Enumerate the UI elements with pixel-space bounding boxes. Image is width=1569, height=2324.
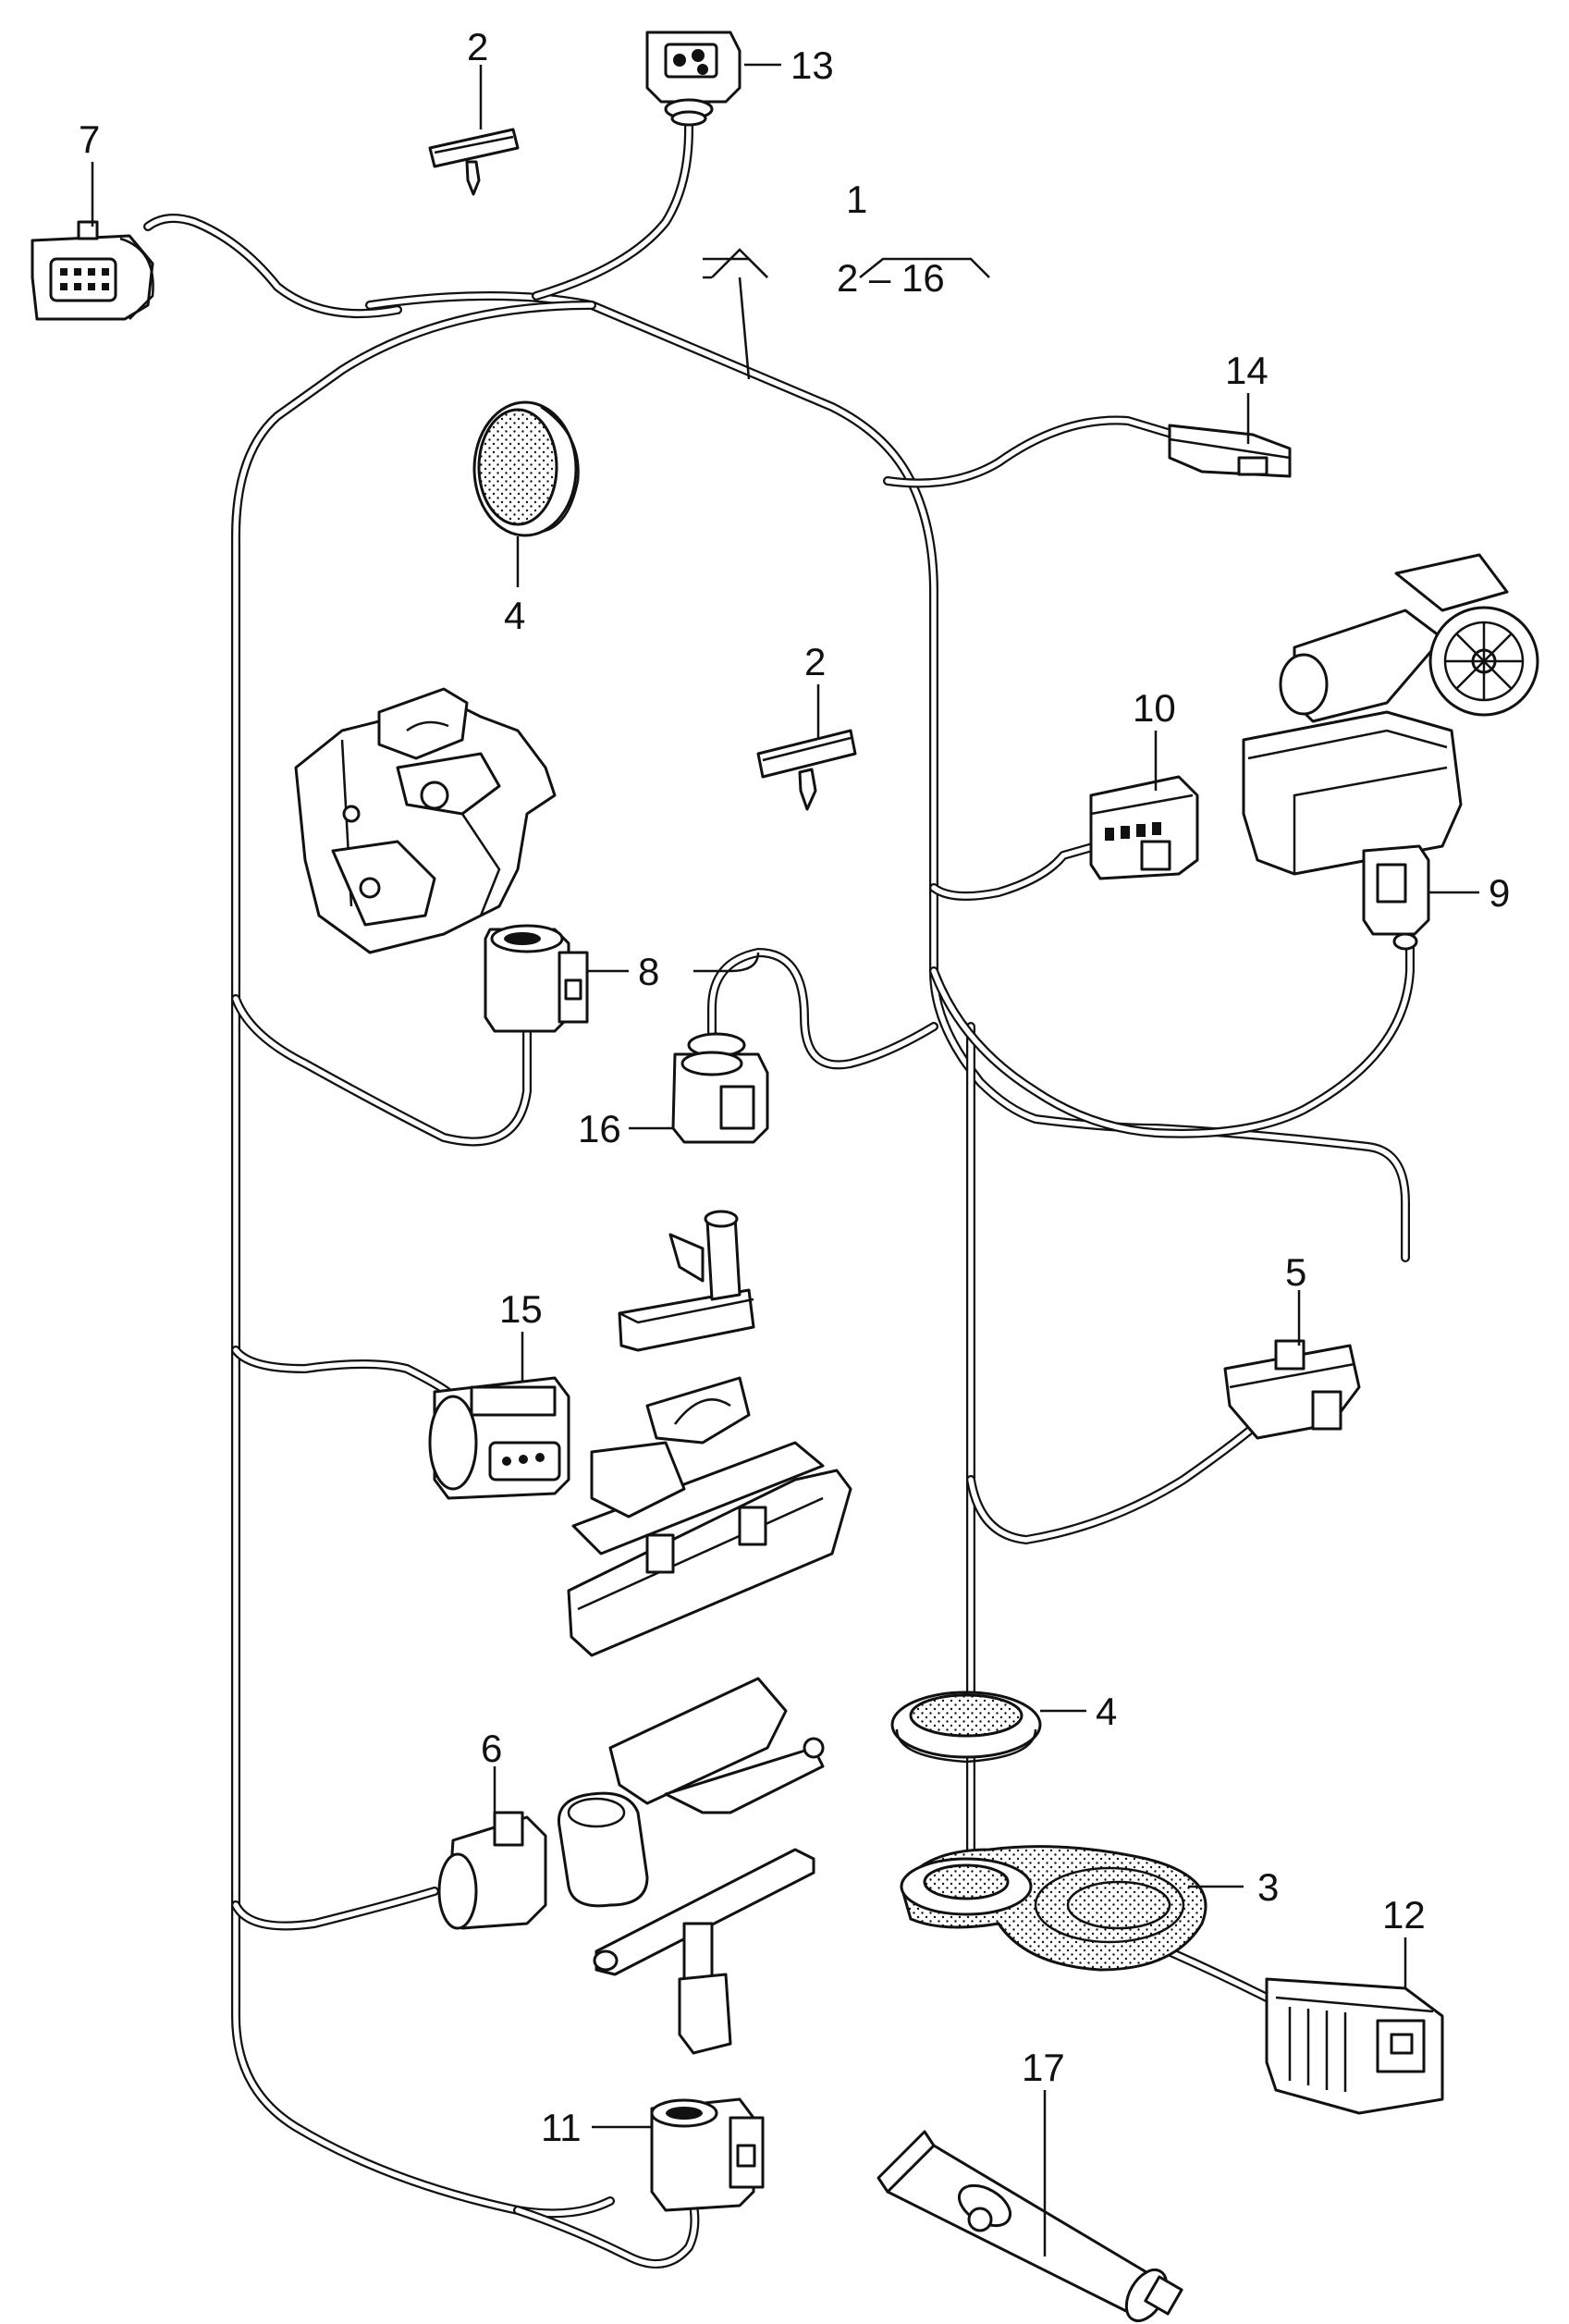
connector-6 — [437, 1811, 547, 1930]
label-part-4-lower: 4 — [1096, 1690, 1117, 1733]
connector-7 — [31, 220, 154, 321]
grease-tube-17 — [876, 2130, 1183, 2322]
label-part-13: 13 — [791, 43, 834, 87]
label-part-1: 1 — [846, 178, 867, 221]
leader-lines — [91, 63, 1479, 2256]
label-part-16: 16 — [578, 1107, 621, 1150]
part-labels: 1 2 – 16 2 2 3 4 4 5 6 7 8 9 10 11 12 13… — [79, 25, 1510, 2149]
label-part-6: 6 — [481, 1727, 502, 1770]
label-part-11: 11 — [541, 2106, 582, 2149]
connector-14 — [1168, 424, 1292, 478]
label-part-12: 12 — [1382, 1893, 1426, 1937]
connector-16 — [671, 1032, 769, 1144]
label-part-15: 15 — [499, 1287, 543, 1331]
grommet-4-lower — [890, 1691, 1042, 1764]
grommet-3 — [900, 1845, 1207, 1972]
clip-2-top — [428, 128, 520, 196]
connector-13 — [645, 31, 742, 127]
label-part-3: 3 — [1257, 1865, 1279, 1909]
label-part-4-upper: 4 — [504, 594, 525, 637]
clip-2-middle — [756, 729, 857, 811]
label-part-17: 17 — [1022, 2046, 1065, 2089]
label-part-8: 8 — [638, 950, 659, 993]
connector-10 — [1089, 775, 1199, 880]
label-part-2-middle: 2 — [804, 640, 826, 683]
lock-lever — [618, 1210, 755, 1352]
door-lock-assembly — [294, 687, 557, 954]
label-part-7: 7 — [79, 117, 100, 161]
label-part-14: 14 — [1225, 349, 1269, 392]
door-handle — [567, 1376, 852, 1657]
connector-12 — [1265, 1977, 1444, 2115]
lock-cylinder — [557, 1677, 825, 1908]
wiring-harness — [143, 102, 1415, 2269]
label-part-5: 5 — [1285, 1250, 1306, 1294]
window-motor — [1242, 553, 1539, 876]
connector-8 — [484, 924, 589, 1033]
connector-15 — [428, 1376, 570, 1500]
label-part-2-top: 2 — [467, 25, 488, 68]
label-part-9: 9 — [1489, 871, 1510, 915]
label-part-10: 10 — [1133, 686, 1176, 730]
connector-11 — [650, 2097, 765, 2212]
connector-5 — [1223, 1339, 1361, 1440]
label-part-1-range: 2 – 16 — [837, 256, 945, 300]
grommet-4-upper — [472, 400, 580, 537]
linkage-rod — [593, 1848, 815, 2055]
connector-9 — [1362, 844, 1430, 951]
